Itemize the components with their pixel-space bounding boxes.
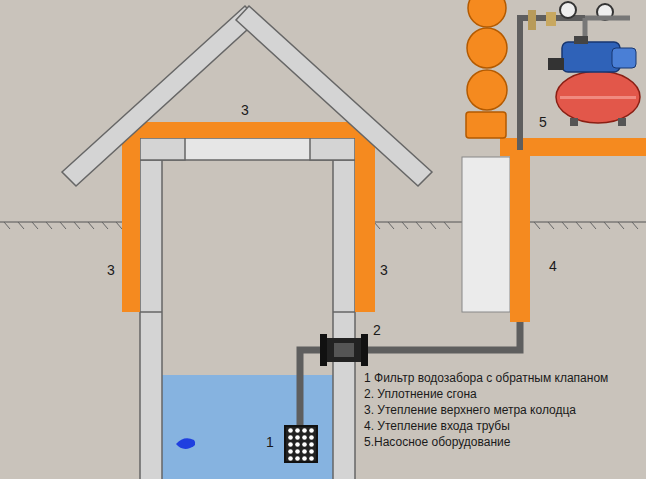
house-foundation	[462, 157, 510, 312]
house-logs	[466, 0, 507, 138]
intake-filter	[285, 426, 317, 462]
callout-number: 3	[380, 262, 388, 278]
well-insulation	[122, 122, 375, 312]
ground-line	[0, 222, 646, 223]
callout-number: 2	[373, 322, 381, 338]
pipe-coupling	[320, 334, 368, 366]
water-blob	[176, 438, 195, 449]
house-insulation	[500, 138, 646, 322]
legend-line: 2. Уплотнение сгона	[364, 388, 477, 402]
ground-hatch	[4, 222, 638, 229]
well-walls	[140, 138, 355, 479]
callout-number: 3	[241, 102, 249, 118]
callout-number: 5	[539, 114, 547, 130]
callout-number: 1	[266, 434, 274, 450]
legend-line: 5.Насосное оборудование	[364, 436, 510, 450]
well-roof	[62, 6, 432, 186]
legend-line: 3. Утепление верхнего метра колодца	[364, 404, 576, 418]
legend-line: 1 Фильтр водозабора с обратным клапаном	[364, 372, 608, 386]
legend-line: 4. Утепление входа трубы	[364, 420, 510, 434]
pump-station	[528, 2, 640, 126]
callout-number: 3	[107, 262, 115, 278]
callout-number: 4	[549, 258, 557, 274]
well-water	[162, 375, 333, 479]
water-pipe	[300, 150, 520, 428]
